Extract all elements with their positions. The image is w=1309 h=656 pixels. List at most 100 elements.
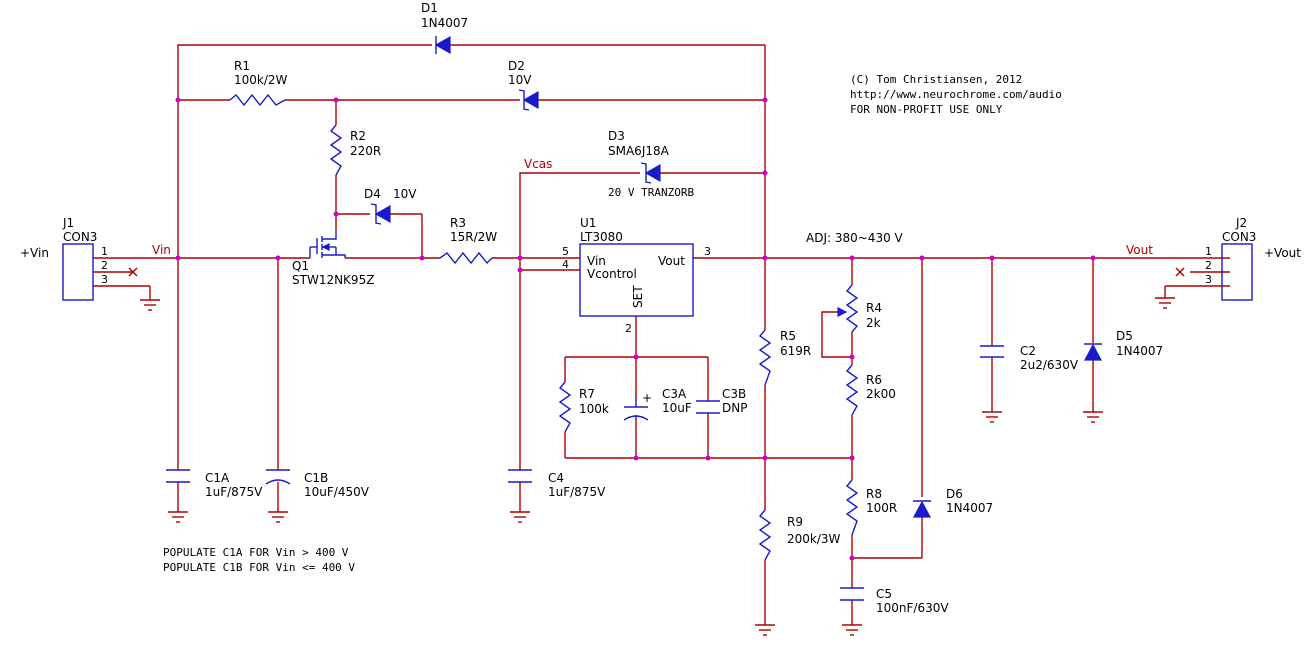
junction (989, 255, 995, 261)
capacitor-c4: C4 1uF/875V (508, 469, 606, 499)
resistor-r9: R9 200k/3W (758, 509, 841, 561)
resistor-r7: R7 100k (558, 381, 609, 433)
r4-value: 2k (866, 316, 881, 330)
j1-pin-3: 3 (101, 273, 108, 286)
junction (762, 455, 768, 461)
junction (705, 455, 711, 461)
ground-icon (1155, 297, 1175, 309)
plus-vin-label: +Vin (20, 246, 49, 260)
junction (633, 455, 639, 461)
d4-ref: D4 (364, 187, 381, 201)
j2-pin-3: 3 (1205, 273, 1212, 286)
c5-value: 100nF/630V (876, 601, 949, 615)
j1-pin-1: 1 (101, 245, 108, 258)
junction (762, 170, 768, 176)
populate-note-2: POPULATE C1B FOR Vin <= 400 V (163, 561, 355, 574)
c1a-ref: C1A (205, 471, 230, 485)
c2-ref: C2 (1020, 344, 1036, 358)
u1-ref: U1 (580, 216, 596, 230)
net-label-vin: Vin (152, 243, 171, 257)
tranzorb-d3: D3 SMA6J18A 20 V TRANZORB (608, 129, 694, 199)
r1-ref: R1 (234, 59, 250, 73)
r7-value: 100k (579, 402, 609, 416)
d5-value: 1N4007 (1116, 344, 1163, 358)
junction (1090, 255, 1096, 261)
c3a-value: 10uF (662, 401, 692, 415)
ground-icon (842, 624, 862, 636)
capacitor-c5: C5 100nF/630V (840, 587, 949, 615)
j2-pin-1: 1 (1205, 245, 1212, 258)
c2-value: 2u2/630V (1020, 358, 1079, 372)
ground-icon (755, 624, 775, 636)
ground-icon (982, 411, 1002, 423)
resistor-r1: R1 100k/2W (229, 59, 288, 107)
u1-pin-set-label: SET (631, 285, 645, 308)
capacitor-c1a: C1A 1uF/875V (166, 469, 263, 499)
potentiometer-r4: R4 2k (837, 284, 882, 333)
junction (175, 97, 181, 103)
junction (175, 255, 181, 261)
q1-ref: Q1 (292, 259, 309, 273)
adj-note: ADJ: 380~430 V (806, 231, 904, 245)
ground-icon (168, 511, 188, 523)
r2-ref: R2 (350, 129, 366, 143)
capacitor-c3b: C3B DNP (696, 387, 747, 415)
junction (333, 211, 339, 217)
net-label-vcas: Vcas (524, 157, 552, 171)
u1-pin-vout-label: Vout (658, 254, 685, 268)
r7-ref: R7 (579, 387, 595, 401)
zener-d4: D4 10V (364, 187, 417, 225)
mosfet-q1: Q1 STW12NK95Z (292, 232, 374, 287)
junction (919, 255, 925, 261)
diode-d1: D1 1N4007 (421, 1, 468, 55)
j2-value: CON3 (1222, 230, 1256, 244)
d6-ref: D6 (946, 487, 963, 501)
c1b-ref: C1B (304, 471, 328, 485)
d1-ref: D1 (421, 1, 438, 15)
c1b-value: 10uF/450V (304, 485, 370, 499)
junction (849, 555, 855, 561)
plus-vout-label: +Vout (1264, 246, 1301, 260)
d3-ref: D3 (608, 129, 625, 143)
r5-ref: R5 (780, 329, 796, 343)
r9-ref: R9 (787, 515, 803, 529)
no-connect-icon (128, 267, 138, 277)
junction (849, 354, 855, 360)
r2-value: 220R (350, 144, 381, 158)
c4-value: 1uF/875V (548, 485, 606, 499)
q1-value: STW12NK95Z (292, 273, 374, 287)
junction (419, 255, 425, 261)
ground-symbols (140, 297, 1175, 636)
r1-value: 100k/2W (234, 73, 288, 87)
regulator-u1: U1 LT3080 Vin Vcontrol Vout SET 5 4 3 2 (562, 216, 711, 335)
u1-pin-vcontrol-label: Vcontrol (587, 267, 637, 281)
c3a-plus-icon: + (642, 391, 652, 405)
r9-value: 200k/3W (787, 532, 841, 546)
c1a-value: 1uF/875V (205, 485, 263, 499)
junction (333, 97, 339, 103)
zener-d2: D2 10V (508, 59, 539, 111)
j2-pin-2: 2 (1205, 259, 1212, 272)
c3b-value: DNP (722, 401, 747, 415)
junction (517, 255, 523, 261)
junction (849, 255, 855, 261)
url-note: http://www.neurochrome.com/audio (850, 88, 1062, 101)
resistor-r3: R3 15R/2W (439, 216, 497, 265)
junction (849, 455, 855, 461)
r3-ref: R3 (450, 216, 466, 230)
diode-d6: D6 1N4007 (913, 487, 993, 518)
copyright-note: (C) Tom Christiansen, 2012 (850, 73, 1022, 86)
resistor-r2: R2 220R (329, 124, 381, 176)
d5-ref: D5 (1116, 329, 1133, 343)
u1-pin-2: 2 (625, 322, 632, 335)
license-note: FOR NON-PROFIT USE ONLY (850, 103, 1003, 116)
ground-icon (140, 299, 160, 311)
junction (517, 267, 523, 273)
capacitor-c1b: C1B 10uF/450V (265, 469, 370, 499)
no-connect-icon (1175, 267, 1185, 277)
junction (633, 354, 639, 360)
populate-note-1: POPULATE C1A FOR Vin > 400 V (163, 546, 349, 559)
junction (762, 97, 768, 103)
junction (275, 255, 281, 261)
